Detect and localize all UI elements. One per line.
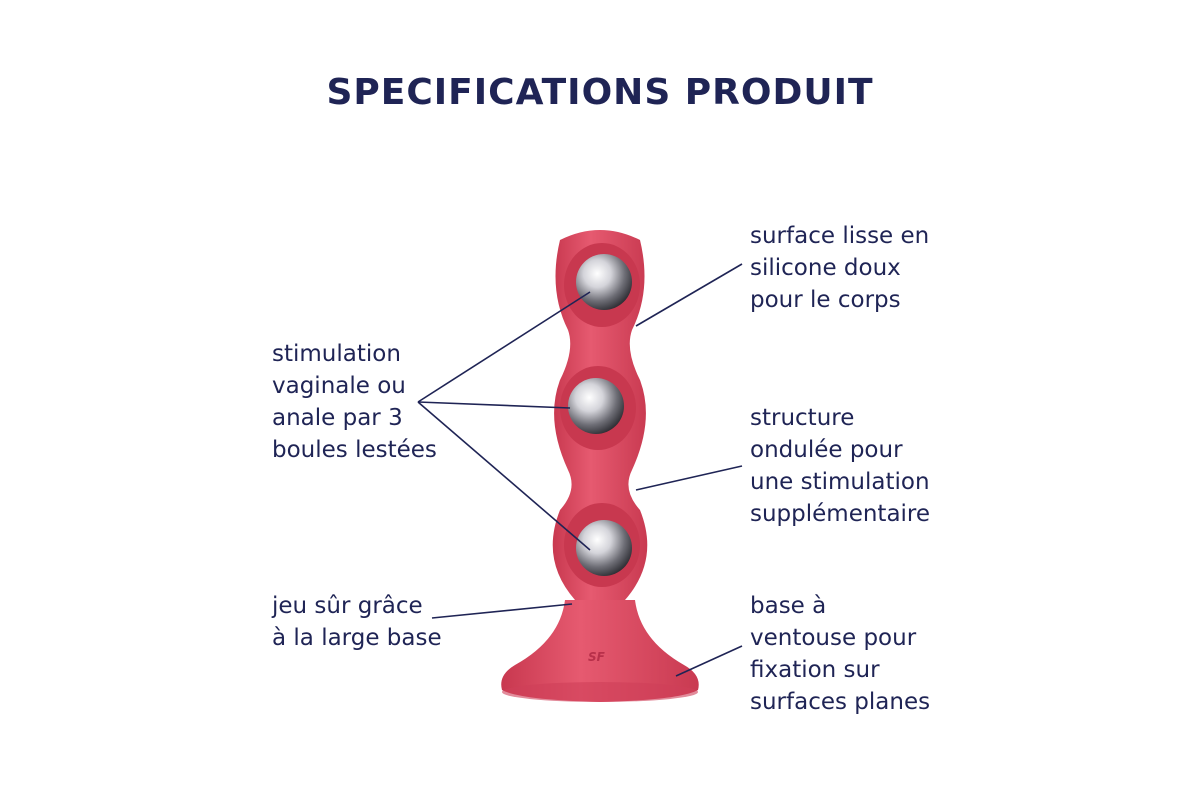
base-rim bbox=[502, 682, 698, 702]
callout-line-ball-2 bbox=[417, 401, 571, 409]
feature-surface-line: pour le corps bbox=[750, 287, 901, 313]
feature-safe-play-line: jeu sûr grâce bbox=[272, 593, 423, 619]
feature-stimulation-line: anale par 3 bbox=[272, 405, 403, 431]
feature-structure: structure ondulée pour une stimulation s… bbox=[750, 402, 930, 530]
feature-stimulation-line: stimulation bbox=[272, 341, 401, 367]
feature-stimulation-line: boules lestées bbox=[272, 437, 437, 463]
feature-suction-base-line: base à bbox=[750, 593, 827, 619]
feature-safe-play: jeu sûr grâce à la large base bbox=[272, 590, 442, 654]
feature-suction-base: base à ventouse pour fixation sur surfac… bbox=[750, 590, 930, 718]
callout-line-base bbox=[431, 603, 573, 619]
callout-line-ball-1 bbox=[417, 291, 591, 403]
callout-line-suction bbox=[675, 645, 743, 677]
callout-line-ball-3 bbox=[417, 401, 591, 551]
feature-structure-line: structure bbox=[750, 405, 855, 431]
page-title: SPECIFICATIONS PRODUIT bbox=[326, 72, 874, 113]
feature-safe-play-line: à la large base bbox=[272, 625, 442, 651]
callout-line-surface bbox=[635, 263, 743, 327]
feature-surface: surface lisse en silicone doux pour le c… bbox=[750, 220, 929, 316]
feature-stimulation: stimulation vaginale ou anale par 3 boul… bbox=[272, 338, 437, 466]
weighted-ball-1 bbox=[576, 254, 632, 310]
feature-suction-base-line: ventouse pour bbox=[750, 625, 917, 651]
suction-base bbox=[501, 600, 699, 702]
feature-suction-base-line: surfaces planes bbox=[750, 689, 931, 715]
weighted-ball-2 bbox=[568, 378, 624, 434]
feature-surface-line: surface lisse en bbox=[750, 223, 930, 249]
callout-line-structure bbox=[635, 465, 743, 491]
feature-suction-base-line: fixation sur bbox=[750, 657, 880, 683]
feature-structure-line: ondulée pour bbox=[750, 437, 903, 463]
weighted-ball-3 bbox=[576, 520, 632, 576]
brand-logo: SF bbox=[588, 650, 605, 664]
feature-surface-line: silicone doux bbox=[750, 255, 901, 281]
feature-structure-line: supplémentaire bbox=[750, 501, 931, 527]
feature-structure-line: une stimulation bbox=[750, 469, 930, 495]
feature-stimulation-line: vaginale ou bbox=[272, 373, 406, 399]
